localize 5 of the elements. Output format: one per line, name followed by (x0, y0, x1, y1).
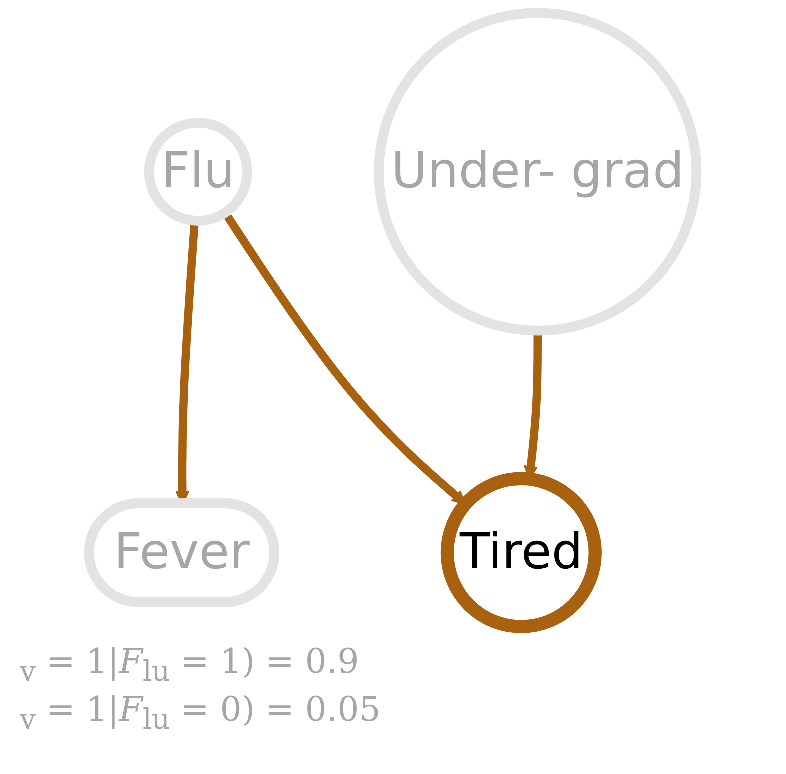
node-circle: Under- grad (374, 8, 702, 336)
probability-formula: $_{v}$ = 1|F$_{lu}$ = 1) = 0.9 (20, 642, 360, 688)
node-circle: Tired (440, 472, 602, 634)
node-circle: Flu (144, 118, 252, 226)
probability-formula: $_{v}$ = 1|F$_{lu}$ = 0) = 0.05 (20, 690, 381, 736)
